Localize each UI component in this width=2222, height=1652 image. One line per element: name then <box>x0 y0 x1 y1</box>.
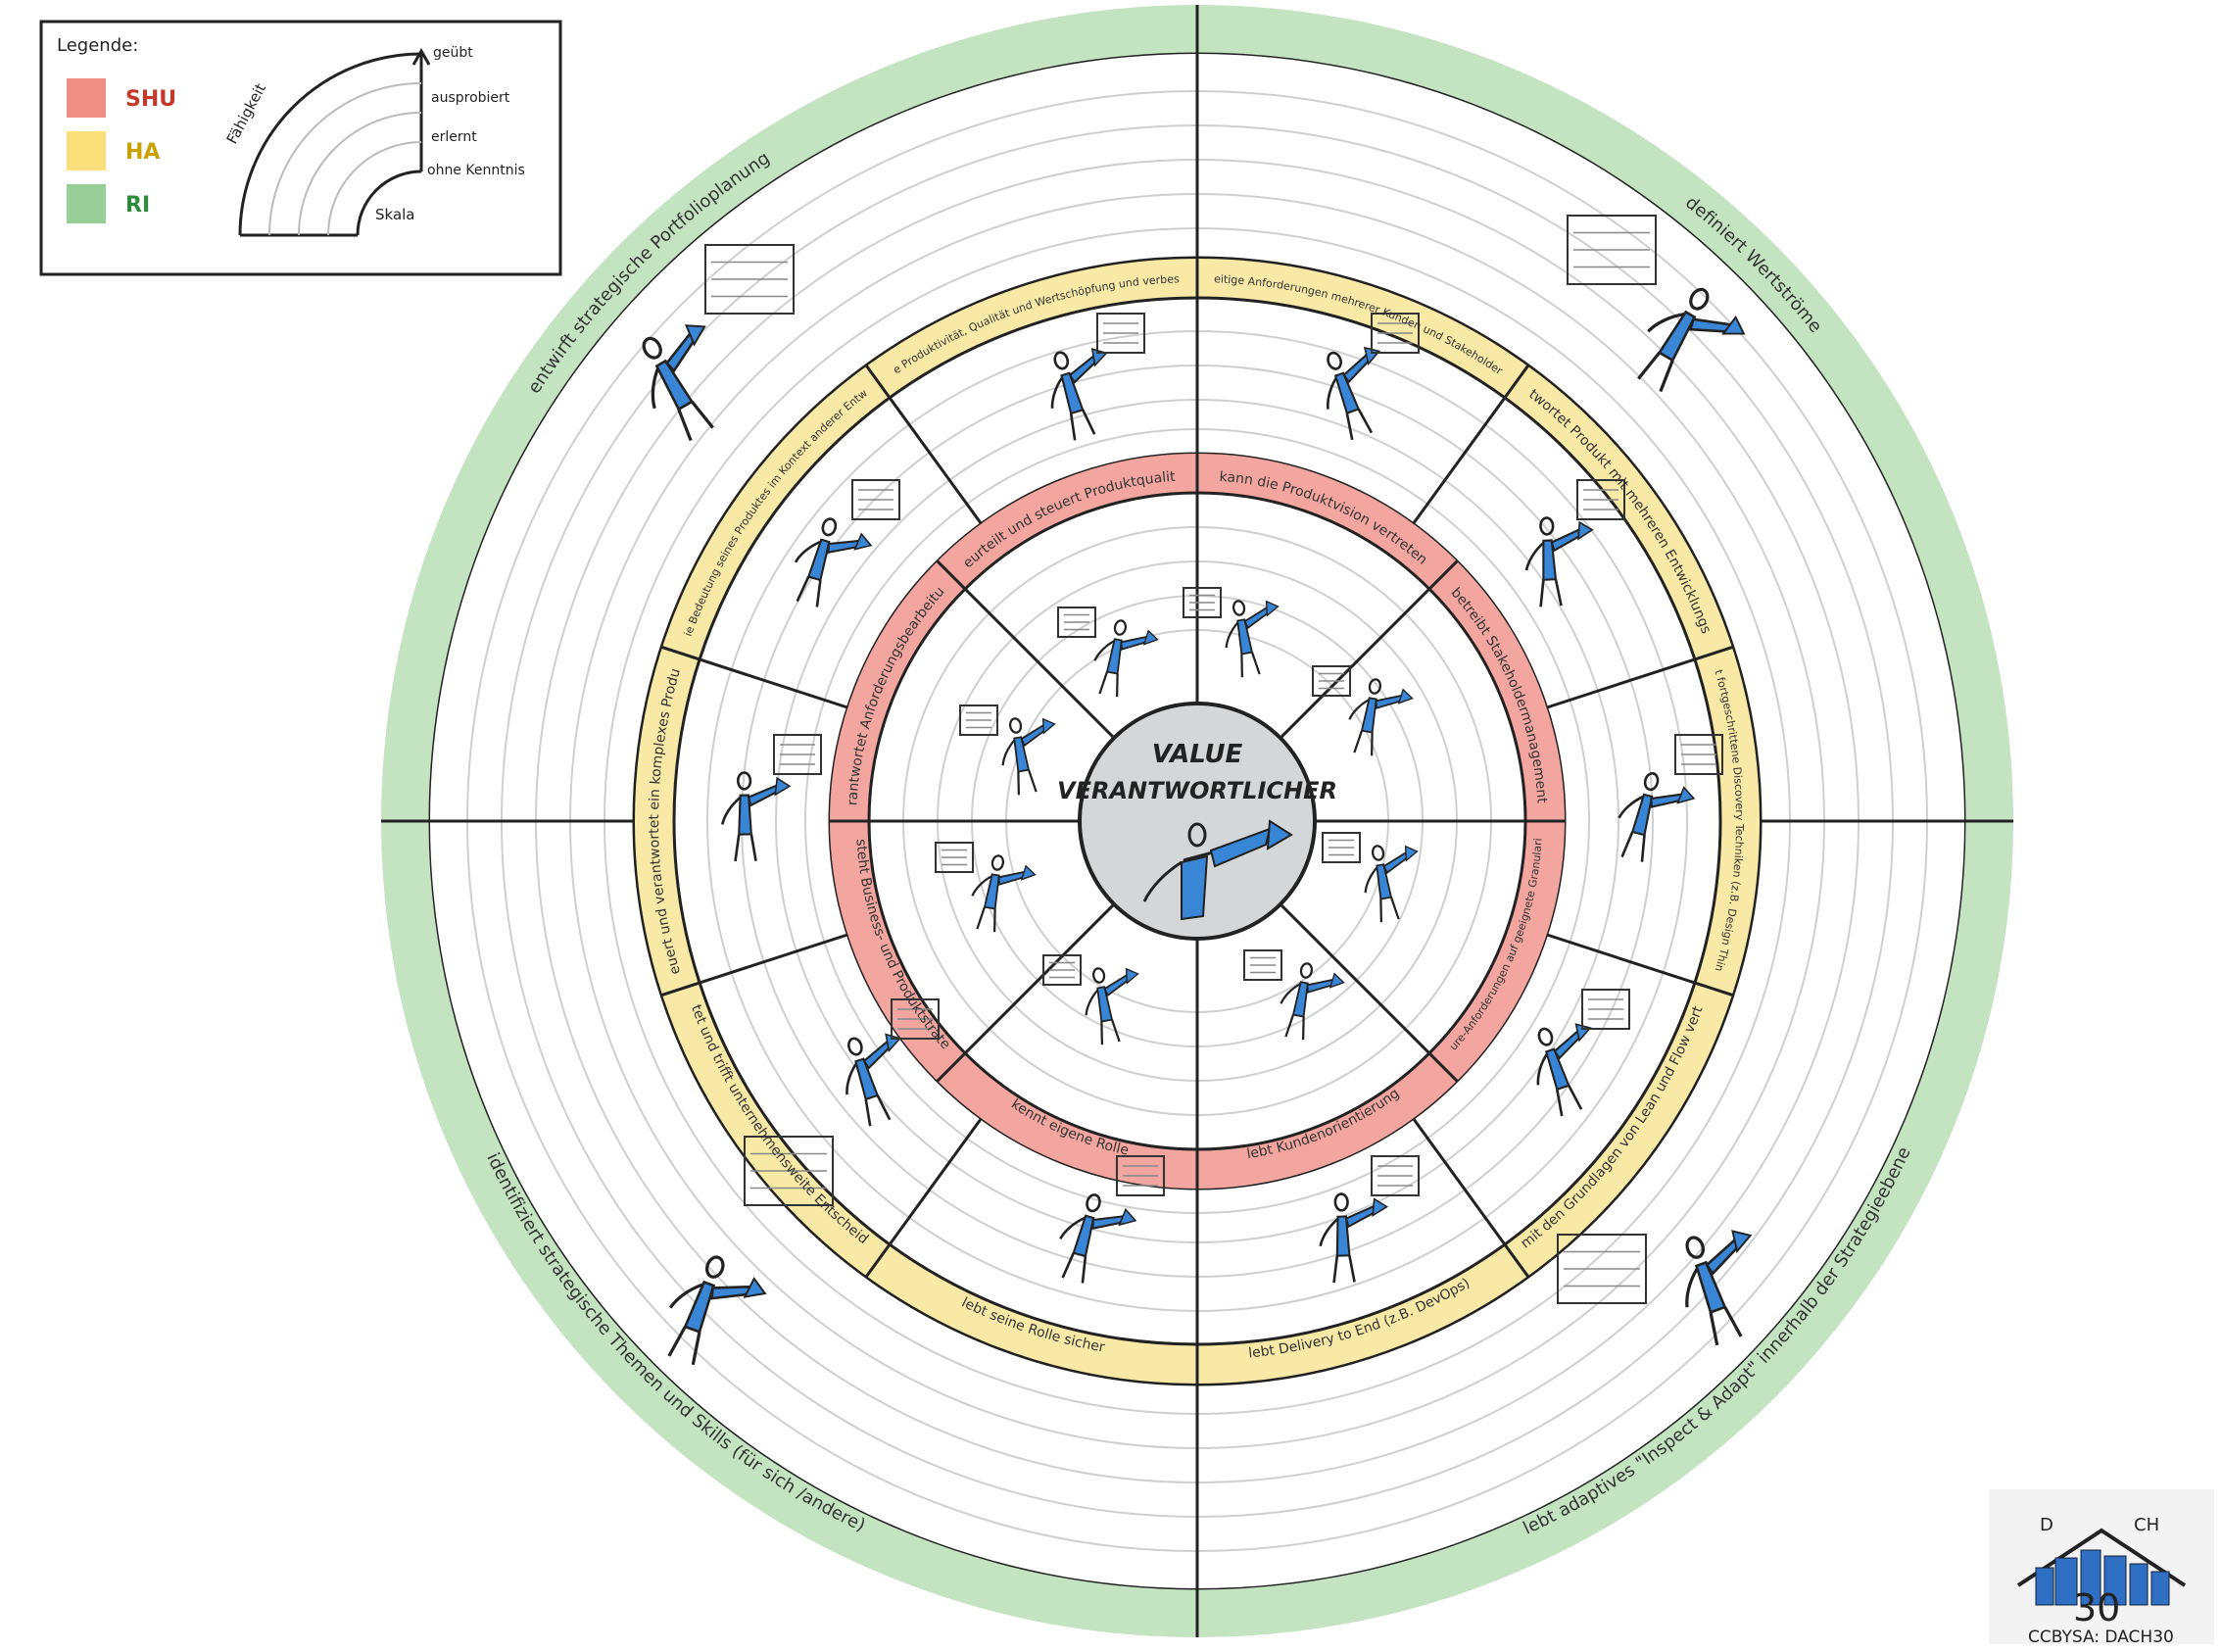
ri-person-icon <box>1637 287 1746 393</box>
shu-note-icon <box>1042 954 1082 986</box>
ha-divider <box>864 1117 983 1279</box>
legend-label-ri: RI <box>125 193 150 218</box>
ha-note-icon <box>851 479 900 520</box>
dach30-badge: D CH 30 CCBYSA: DACH30 <box>1989 1489 2214 1647</box>
shu-note-icon <box>1312 665 1351 697</box>
ha-divider <box>660 645 848 709</box>
legend-box <box>39 20 562 276</box>
ha-person-icon <box>1524 516 1594 607</box>
sector-dividers <box>381 5 2013 1637</box>
center-title-line2: VERANTWORTLICHER <box>1057 777 1337 804</box>
shu-person-icon <box>1348 678 1414 756</box>
shu-person-icon <box>1280 962 1345 1041</box>
shu-note-icon <box>935 842 974 873</box>
legend-scale-3: erlernt <box>431 129 477 145</box>
ha-divider <box>1412 364 1530 525</box>
shu-note-icon <box>1183 587 1222 618</box>
ha-divider <box>1412 1117 1530 1279</box>
ha-person-icon <box>1319 1192 1389 1284</box>
legend-swatch-ri <box>67 184 106 223</box>
legend-label-shu: SHU <box>125 87 176 112</box>
ri-board-icon <box>1557 1234 1647 1304</box>
badge-letters-ch: CH <box>2134 1515 2159 1535</box>
ha-person-icon <box>1326 346 1381 441</box>
shu-note-icon <box>1322 832 1361 863</box>
shu-divider <box>1279 902 1459 1083</box>
center-title-line1: VALUE <box>1152 740 1243 769</box>
ha-note-icon <box>1576 479 1625 520</box>
ha-person-icon <box>1059 1193 1137 1284</box>
ri-board-icon <box>1567 215 1657 285</box>
ha-person-icon <box>1618 771 1696 862</box>
ri-person-icon <box>642 324 714 442</box>
ha-note-icon <box>1371 313 1420 354</box>
ha-person-icon <box>845 1033 902 1127</box>
legend-swatch-shu <box>67 78 106 118</box>
legend-base-label: Skala <box>375 206 415 223</box>
shu-divider <box>936 559 1116 740</box>
shu-divider <box>936 902 1116 1083</box>
center-disc <box>1078 702 1317 941</box>
ha-note-icon <box>891 998 940 1040</box>
legend-label-ha: HA <box>125 140 160 165</box>
ha-divider <box>1546 933 1734 997</box>
shu-note-icon <box>1057 607 1096 638</box>
legend-scale-1: geübt <box>433 45 473 61</box>
ri-board-icon <box>744 1136 834 1206</box>
badge-letter-d: D <box>2040 1515 2053 1535</box>
shu-person-icon <box>1085 967 1139 1045</box>
badge-buildings-icon <box>2035 1549 2170 1606</box>
ha-note-icon <box>1371 1155 1420 1196</box>
shu-person-icon <box>1364 845 1419 923</box>
ri-person-icon <box>667 1255 767 1366</box>
ha-person-icon <box>720 771 792 862</box>
shu-divider <box>1279 559 1459 740</box>
shu-note-icon <box>1243 949 1282 981</box>
legend-swatch-ha <box>67 131 106 170</box>
ha-person-icon <box>1050 347 1108 441</box>
shu-person-icon <box>1093 619 1159 698</box>
ha-divider <box>864 364 983 525</box>
legend-scale-diagram <box>238 47 431 237</box>
legend: Legende: SHU HA RI Fähigkeit Skala geübt… <box>39 20 562 276</box>
badge-license: CCBYSA: DACH30 <box>2028 1628 2174 1647</box>
legend-scale-2: ausprobiert <box>431 90 510 106</box>
shu-person-icon <box>971 854 1037 933</box>
legend-scale-4: ohne Kenntnis <box>427 163 525 178</box>
badge-number: 30 <box>2073 1586 2120 1629</box>
ha-person-icon <box>794 517 873 607</box>
ri-board-icon <box>704 244 795 315</box>
center-person-icon <box>1142 819 1293 921</box>
ha-note-icon <box>1116 1155 1165 1196</box>
shu-note-icon <box>959 705 998 736</box>
ha-divider <box>1546 645 1734 709</box>
ha-note-icon <box>1581 989 1630 1030</box>
badge-roof-icon <box>2016 1528 2187 1587</box>
ha-divider <box>660 933 848 997</box>
ha-note-icon <box>1674 734 1723 775</box>
legend-title: Legende: <box>57 35 138 56</box>
ri-person-icon <box>1685 1230 1753 1346</box>
ha-note-icon <box>1096 313 1145 354</box>
shu-person-icon <box>1225 600 1280 678</box>
badge-bg <box>1989 1489 2214 1644</box>
shu-person-icon <box>1001 717 1056 796</box>
sketch-illustrations <box>642 215 1753 1366</box>
ha-note-icon <box>773 734 822 775</box>
